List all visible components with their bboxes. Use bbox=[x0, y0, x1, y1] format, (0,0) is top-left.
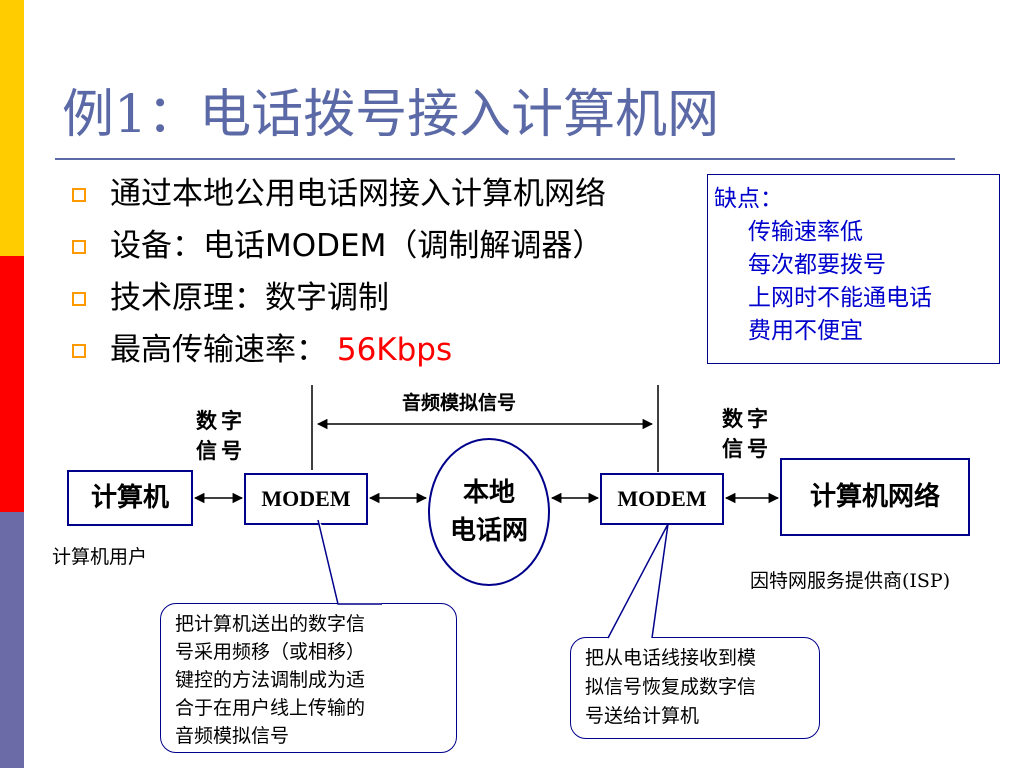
disadvantages-heading: 缺点： bbox=[714, 186, 783, 212]
callout-pointer-right bbox=[607, 523, 669, 639]
analog-signal-label: 音频模拟信号 bbox=[402, 392, 517, 414]
bullet-text: 通过本地公用电话网接入计算机网络 bbox=[110, 176, 606, 212]
node-line: 本地 bbox=[462, 478, 515, 508]
bullet-text: 设备：电话MODEM（调制解调器） bbox=[110, 228, 604, 264]
bullet-text: 技术原理：数字调制 bbox=[110, 280, 389, 316]
speed-value: 56Kbps bbox=[336, 332, 453, 368]
speed-label: 最高传输速率： bbox=[110, 332, 327, 368]
digital-signal-label-right: 数字 信号 bbox=[722, 404, 772, 464]
callout-line: 拟信号恢复成数字信 bbox=[585, 676, 757, 698]
bullet-item: 最高传输速率： 56Kbps bbox=[70, 324, 606, 376]
isp-label: 因特网服务提供商(ISP) bbox=[750, 570, 951, 592]
computer-network-node: 计算机网络 bbox=[780, 458, 970, 536]
disadvantage-item: 费用不便宜 bbox=[748, 318, 863, 344]
local-phone-network-node: 本地 电话网 bbox=[428, 438, 550, 586]
side-bar-purple bbox=[0, 512, 24, 768]
label-line: 数字 bbox=[722, 406, 772, 431]
node-line: 电话网 bbox=[449, 516, 528, 546]
modem-node-left: MODEM bbox=[244, 473, 368, 525]
callout-line: 合于在用户线上传输的 bbox=[175, 697, 366, 719]
label-line: 数字 bbox=[196, 408, 246, 433]
square-bullet-icon bbox=[72, 344, 86, 358]
demodulation-callout: 把从电话线接收到模 拟信号恢复成数字信 号送给计算机 bbox=[570, 637, 820, 739]
computer-node: 计算机 bbox=[67, 470, 193, 526]
computer-user-label: 计算机用户 bbox=[52, 546, 148, 568]
digital-signal-label-left: 数字 信号 bbox=[196, 406, 246, 466]
callout-line: 号采用频移（或相移） bbox=[175, 641, 366, 663]
callout-line: 把计算机送出的数字信 bbox=[175, 613, 366, 635]
disadvantage-item: 传输速率低 bbox=[748, 219, 863, 245]
bullet-list: 通过本地公用电话网接入计算机网络 设备：电话MODEM（调制解调器） 技术原理：… bbox=[70, 168, 606, 376]
label-line: 信号 bbox=[722, 436, 772, 461]
bullet-item: 设备：电话MODEM（调制解调器） bbox=[70, 220, 606, 272]
callout-line: 号送给计算机 bbox=[585, 705, 700, 727]
modulation-callout: 把计算机送出的数字信 号采用频移（或相移） 键控的方法调制成为适 合于在用户线上… bbox=[160, 603, 457, 753]
side-bar-yellow bbox=[0, 0, 24, 256]
callout-pointer-left bbox=[317, 519, 382, 605]
square-bullet-icon bbox=[72, 188, 86, 202]
disadvantage-item: 每次都要拨号 bbox=[748, 252, 886, 278]
label-line: 信号 bbox=[196, 438, 246, 463]
disadvantages-box: 缺点： 传输速率低 每次都要拨号 上网时不能通电话 费用不便宜 bbox=[707, 174, 1000, 364]
modem-node-right: MODEM bbox=[600, 473, 724, 525]
slide-title: 例1：电话拨号接入计算机网 bbox=[62, 85, 720, 145]
side-bar-red bbox=[0, 256, 24, 512]
bullet-item: 通过本地公用电话网接入计算机网络 bbox=[70, 168, 606, 220]
bullet-item: 技术原理：数字调制 bbox=[70, 272, 606, 324]
title-divider bbox=[55, 158, 955, 160]
disadvantage-item: 上网时不能通电话 bbox=[748, 285, 932, 311]
callout-line: 键控的方法调制成为适 bbox=[175, 669, 366, 691]
callout-line: 把从电话线接收到模 bbox=[585, 647, 757, 669]
callout-line: 音频模拟信号 bbox=[175, 725, 290, 747]
square-bullet-icon bbox=[72, 292, 86, 306]
square-bullet-icon bbox=[72, 240, 86, 254]
